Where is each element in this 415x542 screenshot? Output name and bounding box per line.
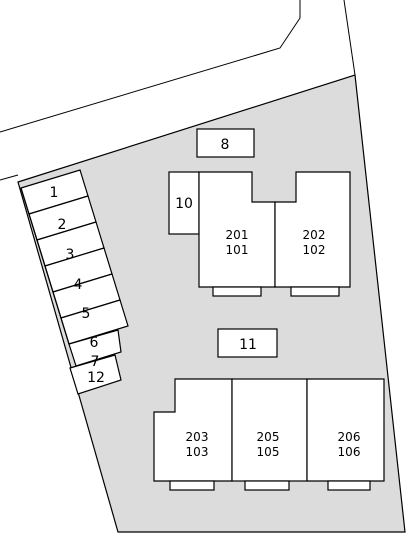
road-outline [0, 0, 356, 181]
parking-label-11: 11 [239, 337, 257, 353]
parking-label-2: 2 [58, 217, 67, 233]
parking-stall-7[interactable] [68, 329, 122, 367]
building-205-105[interactable] [231, 378, 308, 482]
building-202-102[interactable] [274, 171, 351, 288]
parking-label-5: 5 [82, 306, 91, 322]
parking-stall-11[interactable] [217, 328, 278, 358]
parking-label-1: 1 [50, 185, 59, 201]
unit-label-101: 101 [226, 243, 249, 257]
unit-label-106: 106 [338, 445, 361, 459]
unit-label-201: 201 [226, 228, 249, 242]
building-206-106-step [327, 480, 371, 491]
unit-label-102: 102 [303, 243, 326, 257]
parking-stall-8[interactable] [196, 128, 255, 158]
building-202-102-step [290, 286, 340, 297]
parking-label-10: 10 [175, 196, 193, 212]
unit-label-202: 202 [303, 228, 326, 242]
unit-label-206: 206 [338, 430, 361, 444]
parking-strip-edge [20, 187, 70, 345]
unit-label-103: 103 [186, 445, 209, 459]
building-201-101-step [212, 286, 262, 297]
unit-label-203: 203 [186, 430, 209, 444]
parking-label-4: 4 [74, 277, 83, 293]
parking-stall-10[interactable] [168, 171, 200, 235]
parking-label-6: 6 [90, 335, 99, 351]
parking-label-12: 12 [87, 370, 105, 386]
building-206-106[interactable] [306, 378, 385, 482]
parking-label-7: 7 [91, 354, 100, 370]
parking-label-8: 8 [221, 137, 230, 153]
parking-stall-12[interactable] [69, 354, 122, 395]
parking-strip [20, 169, 129, 395]
unit-label-205: 205 [257, 430, 280, 444]
parking-label-3: 3 [66, 247, 75, 263]
building-205-105-step [244, 480, 290, 491]
unit-label-105: 105 [257, 445, 280, 459]
building-203-103-step [169, 480, 215, 491]
